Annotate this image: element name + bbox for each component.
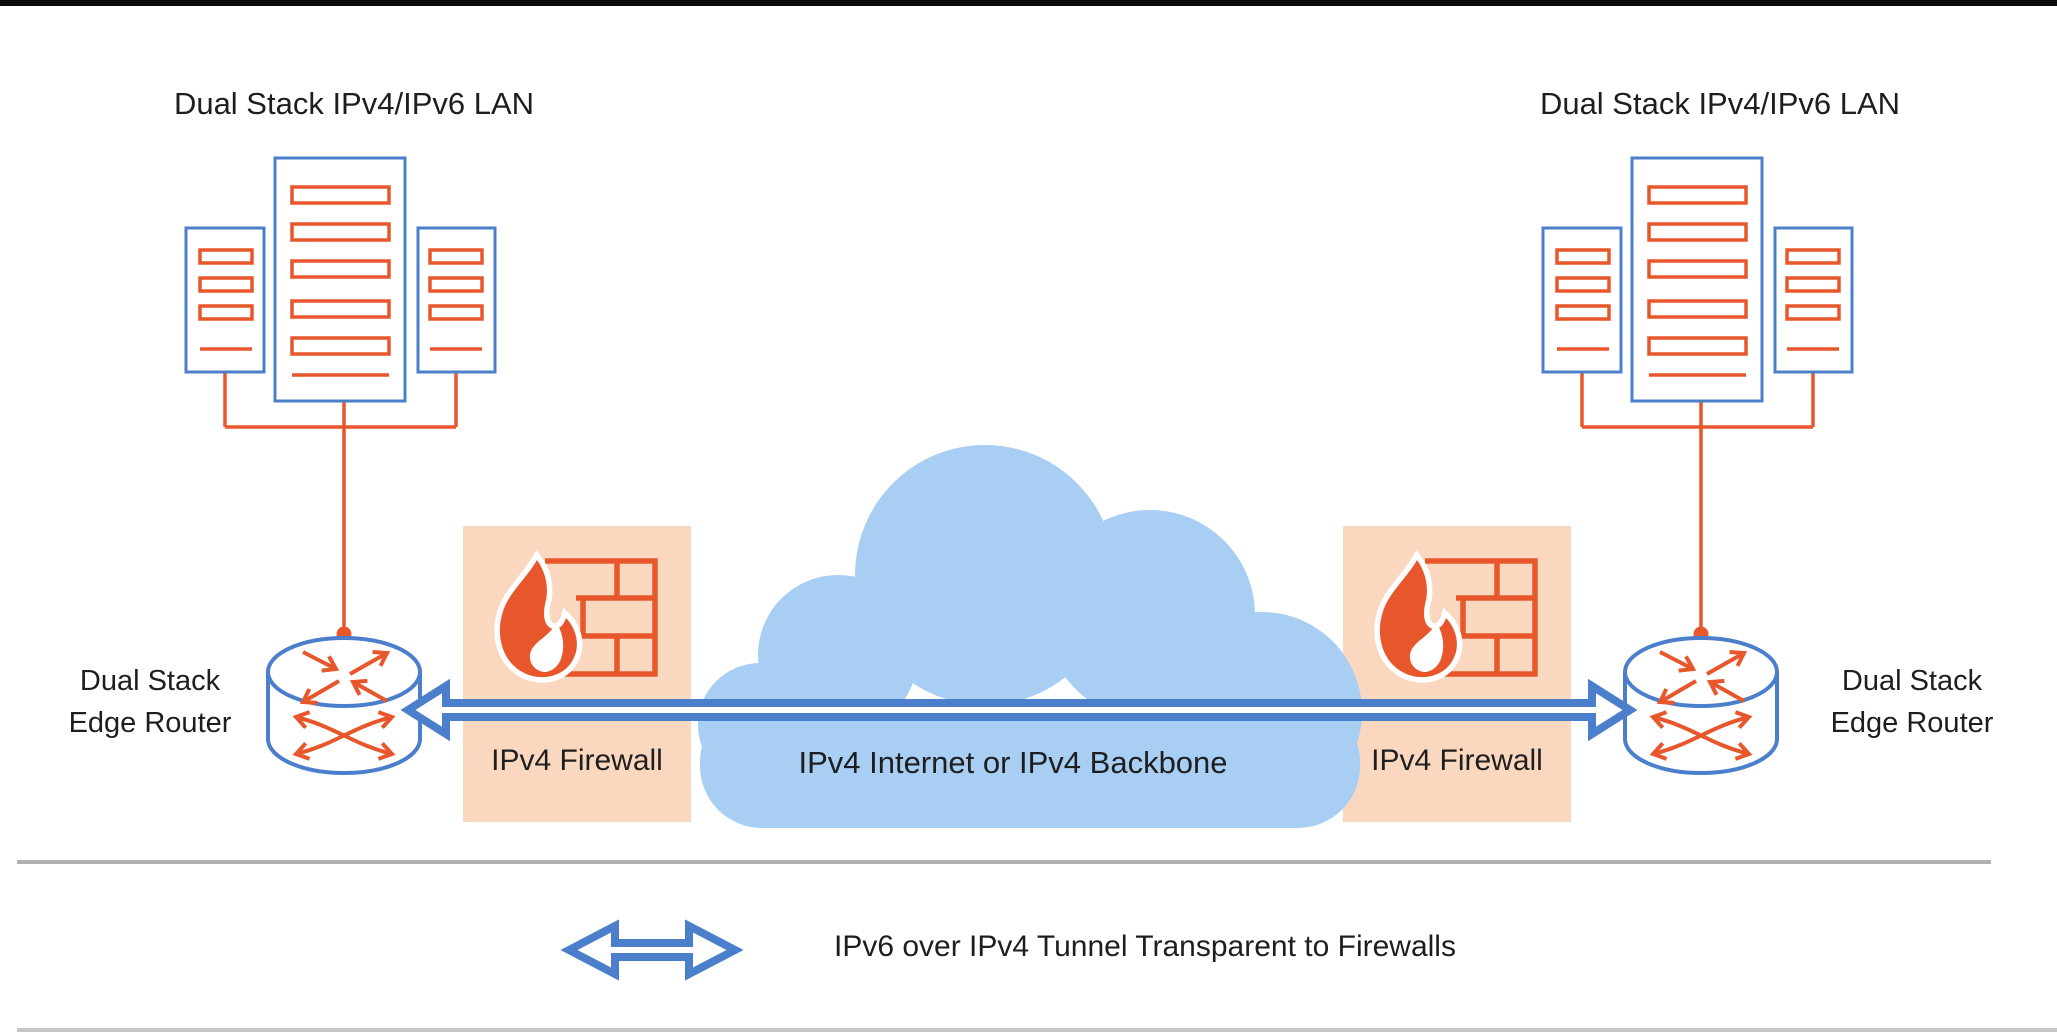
tunnel-double-arrow-icon [400, 678, 1638, 742]
legend-double-arrow-icon [560, 919, 744, 981]
lan-label-left: Dual Stack IPv4/IPv6 LAN [173, 86, 535, 121]
bottom-bar [17, 1028, 2057, 1032]
top-bar [0, 0, 2057, 6]
router-label-right-line1: Dual Stack [1841, 665, 1983, 697]
router-icon-left [266, 636, 422, 775]
router-label-left: Dual Stack Edge Router [30, 660, 270, 744]
lan-cluster-left [184, 156, 497, 642]
legend-divider [17, 860, 1991, 864]
firewall-icon-left [494, 549, 658, 683]
lan-label-right: Dual Stack IPv4/IPv6 LAN [1539, 86, 1901, 121]
legend-text: IPv6 over IPv4 Tunnel Transparent to Fir… [834, 930, 1456, 963]
lan-cluster-right [1541, 156, 1854, 644]
firewall-label-right: IPv4 Firewall [1371, 744, 1543, 777]
server-icon-center [273, 156, 407, 403]
cloud-label: IPv4 Internet or IPv4 Backbone [798, 745, 1228, 780]
firewall-label-left: IPv4 Firewall [491, 744, 663, 777]
cloud-icon [698, 445, 1362, 828]
router-label-left-line1: Dual Stack [79, 665, 221, 697]
server-icon-right [416, 226, 497, 374]
server-icon-left [184, 226, 266, 374]
router-icon-right [1625, 638, 1777, 773]
router-label-right-line2: Edge Router [1830, 707, 1994, 739]
router-label-left-line2: Edge Router [68, 707, 232, 739]
router-label-right: Dual Stack Edge Router [1792, 660, 2032, 744]
